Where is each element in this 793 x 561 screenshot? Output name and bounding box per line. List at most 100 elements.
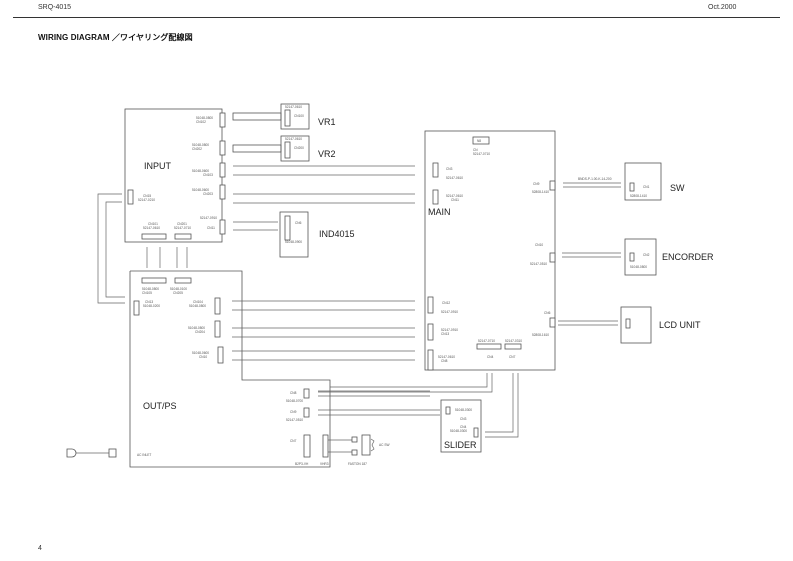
input-cn203-part: 51048-0600 <box>192 188 209 192</box>
ac-plug <box>66 448 117 458</box>
input-cn102-connector <box>219 112 226 128</box>
outps-cn105-connector <box>141 277 167 284</box>
lcd-connector <box>625 318 631 329</box>
encorder-connector <box>629 252 635 262</box>
main-cn10-label: CN10 <box>535 243 543 247</box>
main-cn13-part: 52147-0910 <box>441 328 458 332</box>
input-cn103-connector <box>219 162 226 178</box>
vr1-cn-label: CN100 <box>294 114 304 118</box>
outps-cn7-label: CN7 <box>290 439 297 443</box>
sw-cable-label: BNDS-P-1.00-K-14-200 <box>578 177 612 181</box>
main-cn7-connector <box>504 343 522 350</box>
outps-cn205-connector <box>174 277 192 284</box>
vr1-part: 52147-0610 <box>285 105 302 109</box>
main-slider-wires <box>318 373 519 438</box>
input-cn103-label: CN103 <box>203 173 213 177</box>
faston-terminal-bottom <box>351 449 358 456</box>
outps-cn7-part: B2P3-VH <box>295 462 309 466</box>
outps-cn104-connector <box>214 297 221 315</box>
outps-main-wires <box>232 300 440 416</box>
slider-outline <box>440 399 482 453</box>
main-cn3-part: 52147-0610 <box>446 176 463 180</box>
slider-part1: 51048-0300 <box>455 408 472 412</box>
outps-cn204-connector <box>214 320 221 338</box>
slider-cn4-connector <box>473 427 479 438</box>
slider-cn3-connector <box>445 406 451 415</box>
main-n8-label: N8 <box>477 139 481 143</box>
vr1-outline <box>280 103 310 130</box>
outps-cn10-part: 51048-0600 <box>192 351 209 355</box>
ind4015-outline <box>279 211 309 258</box>
ind4015-board: CN6 51048-0900 IND4015 <box>279 211 355 258</box>
vr1-connector <box>284 109 291 127</box>
page-number: 4 <box>38 545 42 552</box>
faston-terminal-top <box>351 436 358 443</box>
input-cn11-label: CN11 <box>207 226 215 230</box>
input-cn201-connector <box>174 233 192 240</box>
main-board: MAIN N8 CN 52147-0710 CN3 52147-0610 521… <box>424 130 556 371</box>
outps-cn9-label: CN9 <box>290 410 297 414</box>
input-cn101-part: 52147-0610 <box>143 226 160 230</box>
main-cn9-label: CN9 <box>533 182 540 186</box>
main-cn10-part: 52147-0510 <box>530 262 547 266</box>
vhr3-connector <box>322 434 329 458</box>
faston-label: FASTON 187 <box>348 462 367 466</box>
slider-label: SLIDER <box>444 440 477 450</box>
slider-board: 51048-0300 CN3 CN4 51048-0300 SLIDER <box>440 399 482 453</box>
main-cn12-label: CN12 <box>442 301 450 305</box>
inlet-icon <box>108 448 117 458</box>
input-cn15-connector <box>127 189 134 205</box>
sw-connection: BNDS-P-1.00-K-14-200 CN1 52808-1410 SW <box>563 162 685 201</box>
input-cn202-connector <box>219 140 226 156</box>
ac-sw-label: AC SW <box>379 443 389 447</box>
outps-cn204-label: CN204 <box>195 330 205 334</box>
lcd-outline <box>620 306 652 344</box>
outps-cn104-part: 51048-0800 <box>189 304 206 308</box>
outps-board: OUT/PS 51048-0800 CN105 51048-0100 CN205… <box>129 270 331 468</box>
main-cn11-part: 52147-0610 <box>446 194 463 198</box>
slider-cn3-label: CN3 <box>460 417 467 421</box>
outps-outline <box>129 270 331 468</box>
vr2-part: 52147-0610 <box>285 137 302 141</box>
input-board: INPUT 51048-0800 CN102 51048-0800 CN202 … <box>124 108 226 243</box>
vr2-cn-label: CN200 <box>294 146 304 150</box>
main-n8-part: 52147-0710 <box>473 152 490 156</box>
lcd-label: LCD UNIT <box>659 320 701 330</box>
main-cn10-connector <box>549 252 556 263</box>
page-title: WIRING DIAGRAM ／ワイヤリング配線図 <box>38 33 193 42</box>
main-cn11-label: CN11 <box>451 198 459 202</box>
vr2-label: VR2 <box>318 149 336 159</box>
vr2-board: 52147-0610 CN200 VR2 <box>280 135 336 162</box>
ind4015-part: 51048-0900 <box>285 240 302 244</box>
main-cn8-part: 52147-0610 <box>438 355 455 359</box>
outps-cn8-connector <box>303 388 310 399</box>
outps-cn9-part: 52147-0510 <box>286 418 303 422</box>
main-cn9-connector <box>549 180 556 191</box>
main-cn4-connector <box>476 343 502 350</box>
input-cn102-label: CN102 <box>196 120 206 124</box>
outps-cn105-part: 51048-0800 <box>142 287 159 291</box>
input-cn101-connector <box>141 233 167 240</box>
outps-cn204-part: 51048-0800 <box>188 326 205 330</box>
outps-cn9-connector <box>303 407 310 418</box>
sw-part: 52808-1410 <box>630 194 647 198</box>
input-board-label: INPUT <box>144 161 172 171</box>
main-cn11-connector <box>432 189 439 205</box>
input-main-wires <box>233 165 415 231</box>
slider-cn4-label: CN4 <box>460 425 467 429</box>
ind4015-label: IND4015 <box>319 229 355 239</box>
input-cn201-part: 52147-0710 <box>174 226 191 230</box>
encorder-cn-label: CN2 <box>643 253 650 257</box>
document-date: Oct.2000 <box>708 4 737 11</box>
vr2-outline <box>280 135 310 162</box>
main-cn12-part: 52147-0910 <box>441 310 458 314</box>
outps-cn8-label: CN8 <box>290 391 297 395</box>
outps-cn205-part: 51048-0100 <box>170 287 187 291</box>
main-cn6-connector <box>549 317 556 328</box>
main-cn8-label: CN8 <box>441 359 448 363</box>
main-n8-connector <box>472 136 490 145</box>
main-cn4-label: CN4 <box>487 355 494 359</box>
outps-cn13-connector <box>133 300 140 316</box>
input-cn103-part: 51048-0600 <box>192 169 209 173</box>
main-cn13-connector <box>427 323 434 341</box>
